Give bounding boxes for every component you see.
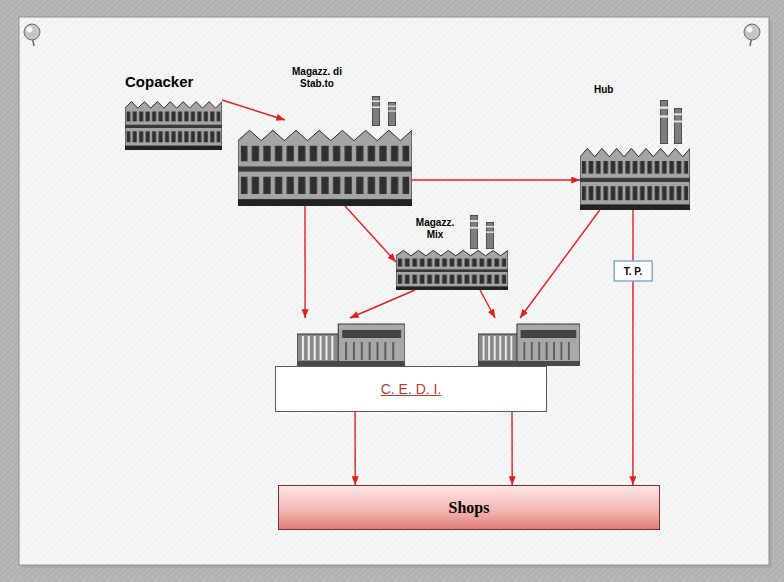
flow-arrow — [520, 210, 600, 318]
chimney-icon — [388, 102, 396, 126]
push-pin — [744, 24, 760, 46]
hub-warehouse: Hub — [580, 140, 690, 210]
flow-arrow — [304, 206, 306, 318]
mix-warehouse: Magazz. Mix — [396, 245, 508, 290]
warehouse-icon — [297, 324, 405, 366]
chimney-icon — [660, 100, 668, 144]
factory-icon — [125, 102, 222, 150]
node-label: Magazz. Mix — [408, 217, 462, 241]
plant-warehouse: Magazz. di Stab.to — [238, 120, 412, 206]
flow-arrow — [345, 206, 396, 262]
edge-label: T. P. — [614, 260, 653, 281]
flow-arrow — [350, 290, 415, 318]
flow-arrow — [222, 100, 285, 120]
flow-arrow — [480, 290, 495, 318]
flow-arrow — [354, 412, 356, 485]
factory-icon — [580, 148, 690, 210]
label-box: C. E. D. I. — [275, 366, 547, 412]
flow-arrow — [412, 179, 580, 180]
factory-icon — [396, 250, 508, 290]
distribution-centres: C. E. D. I. — [275, 318, 582, 412]
shops-bar: Shops — [278, 485, 660, 530]
chimney-icon — [486, 222, 494, 249]
chimney-icon — [674, 108, 682, 144]
copacker-factory: Copacker — [125, 95, 222, 150]
factory-icon — [238, 130, 412, 206]
node-label: Copacker — [125, 73, 215, 91]
node-label: C. E. D. I. — [381, 381, 442, 397]
chimney-icon — [372, 96, 380, 126]
flow-arrow — [632, 210, 633, 485]
node-label: Magazz. di Stab.to — [285, 66, 349, 90]
node-label: Shops — [449, 499, 490, 517]
chimney-icon — [470, 215, 478, 249]
node-label: Hub — [594, 84, 634, 96]
flow-arrow — [511, 412, 513, 485]
push-pin — [24, 24, 40, 46]
warehouse-icon — [478, 324, 580, 366]
content-panel — [19, 17, 769, 565]
